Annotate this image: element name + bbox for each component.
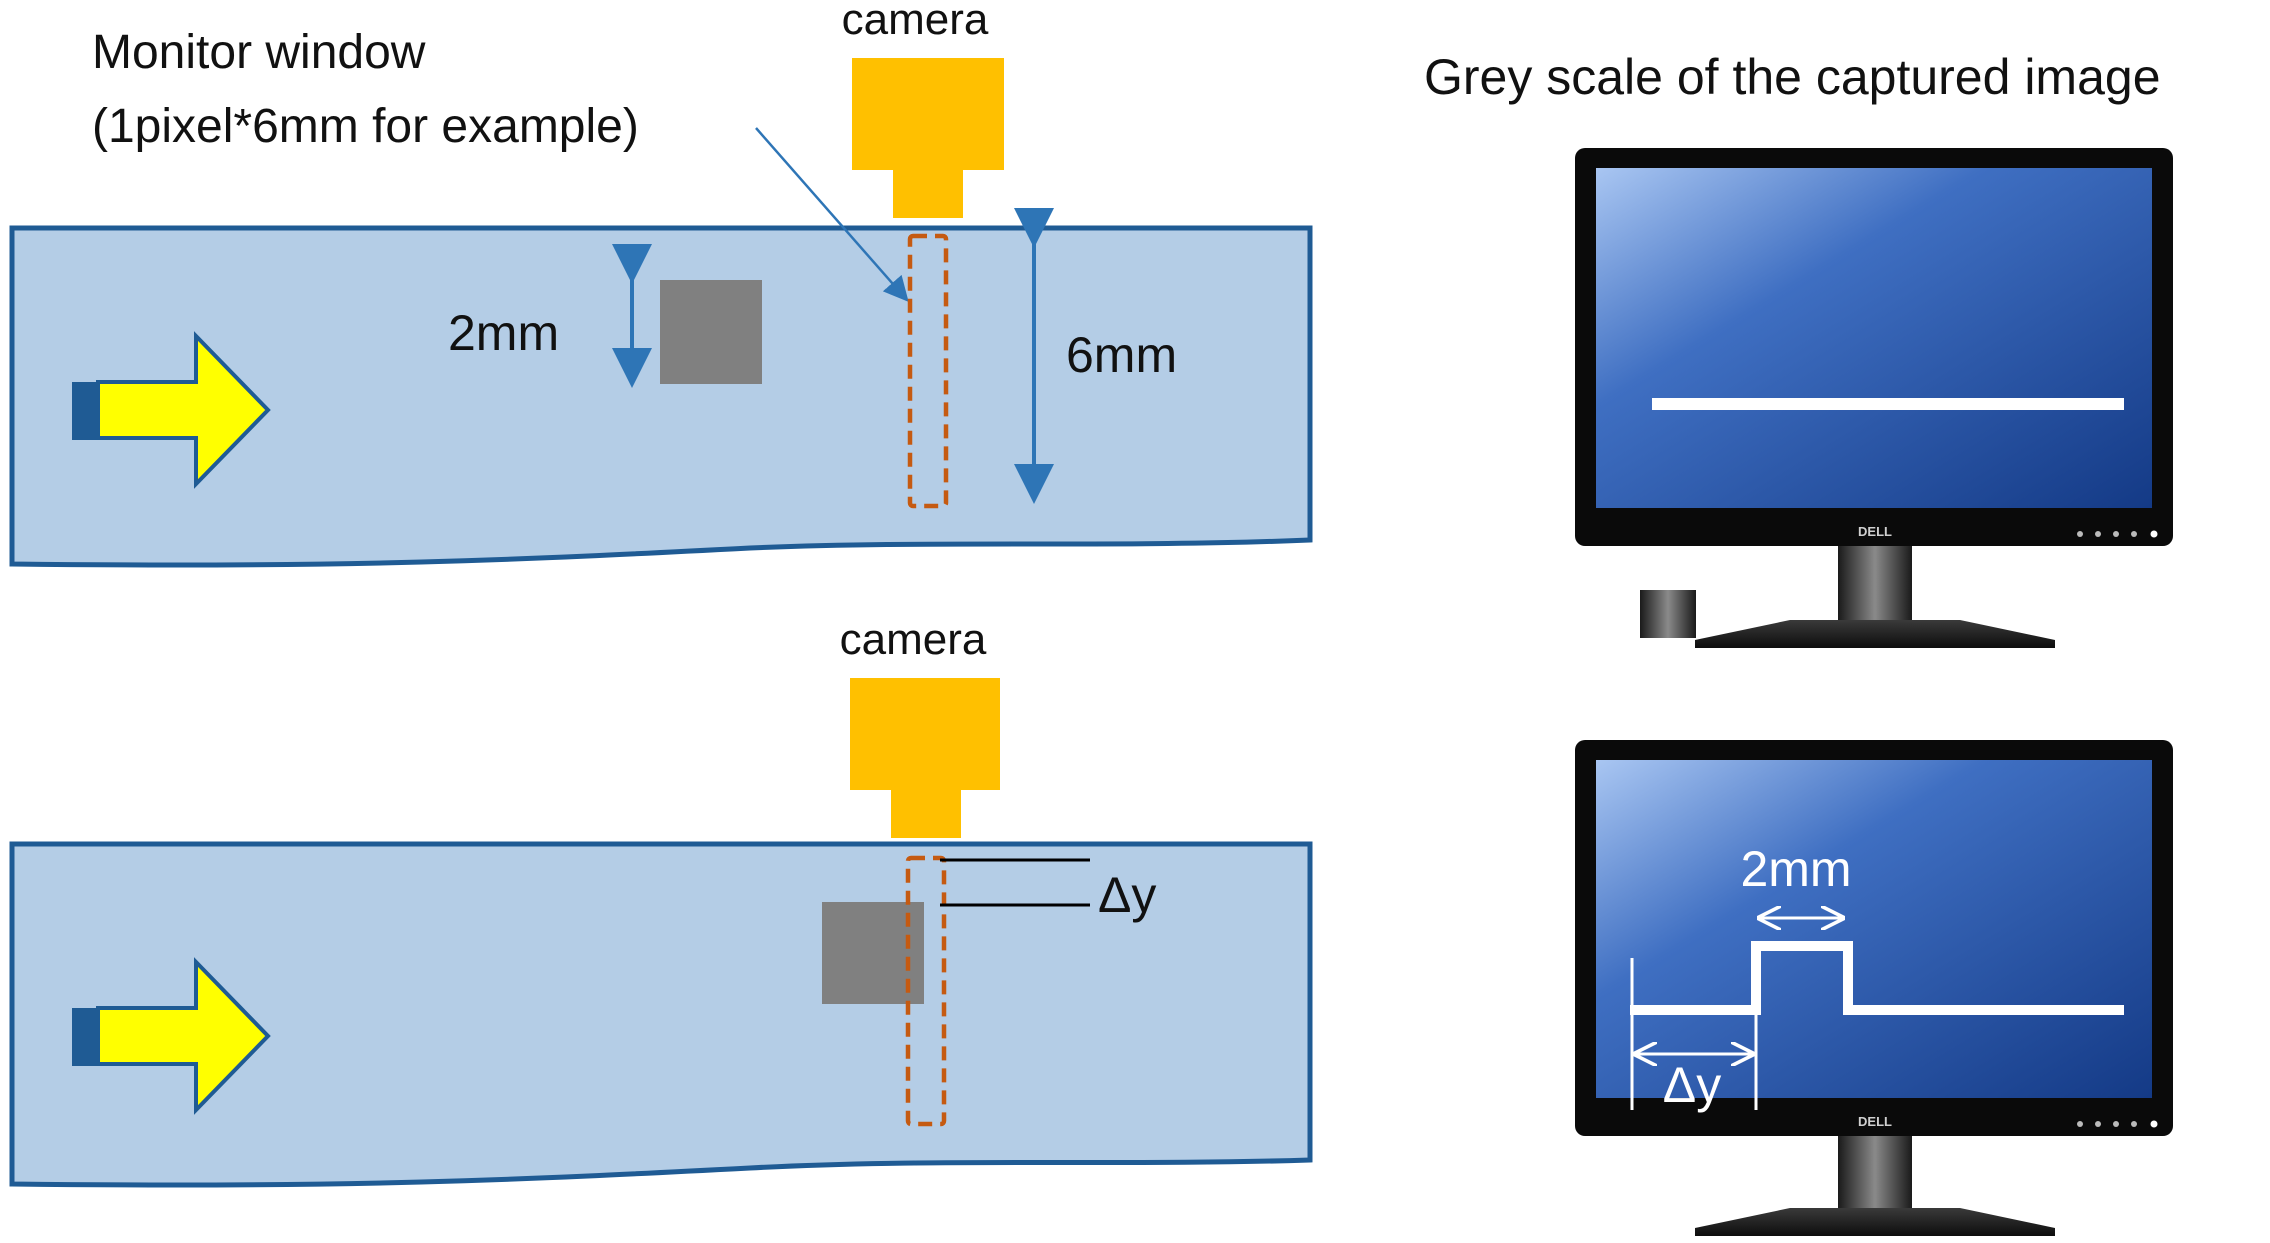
- delta-y-screen-label: Δy: [1663, 1057, 1721, 1113]
- pulse-width-label: 2mm: [1740, 841, 1851, 897]
- top-scene: camera Monitor window (1pixel*6mm for ex…: [9, 0, 1313, 568]
- monitor-window-label-line2: (1pixel*6mm for example): [92, 100, 639, 153]
- monitor-bottom: DELL 2mm Δy: [1575, 740, 2173, 1236]
- window-height-label: 6mm: [1066, 327, 1177, 383]
- object-top: [660, 280, 762, 384]
- monitor-bottom-base: [1695, 1208, 2055, 1236]
- monitor-window-top: [907, 233, 949, 509]
- right-title: Grey scale of the captured image: [1424, 49, 2161, 105]
- camera-bottom-label: camera: [840, 615, 987, 664]
- monitor-top: DELL: [1575, 148, 2173, 648]
- signal-pulse-line: [1630, 941, 2124, 1015]
- monitor-top-base: [1695, 620, 2055, 648]
- monitor-top-neck: [1838, 546, 1912, 622]
- monitor-top-screen: [1596, 168, 2152, 508]
- monitor-window-label-line1: Monitor window: [92, 26, 426, 79]
- direction-arrow-bottom: [72, 957, 271, 1115]
- camera-top-label: camera: [842, 0, 989, 44]
- conveyor-belt-bottom: [9, 841, 1313, 1188]
- monitor-top-brand: DELL: [1858, 524, 1892, 539]
- direction-arrow-top: [72, 331, 271, 489]
- camera-top: [852, 58, 1004, 218]
- object-size-label: 2mm: [448, 305, 559, 361]
- monitor-bottom-neck: [1838, 1136, 1912, 1212]
- monitor-bottom-screen: [1596, 760, 2152, 1098]
- bottom-scene: camera Δy: [9, 615, 1313, 1188]
- camera-bottom: [850, 678, 1000, 838]
- monitor-window-pointer: [755, 127, 909, 302]
- monitor-window-bottom: [905, 855, 947, 1127]
- monitor-bottom-brand: DELL: [1858, 1114, 1892, 1129]
- delta-y-label: Δy: [1098, 867, 1156, 923]
- conveyor-belt-top: [9, 225, 1313, 568]
